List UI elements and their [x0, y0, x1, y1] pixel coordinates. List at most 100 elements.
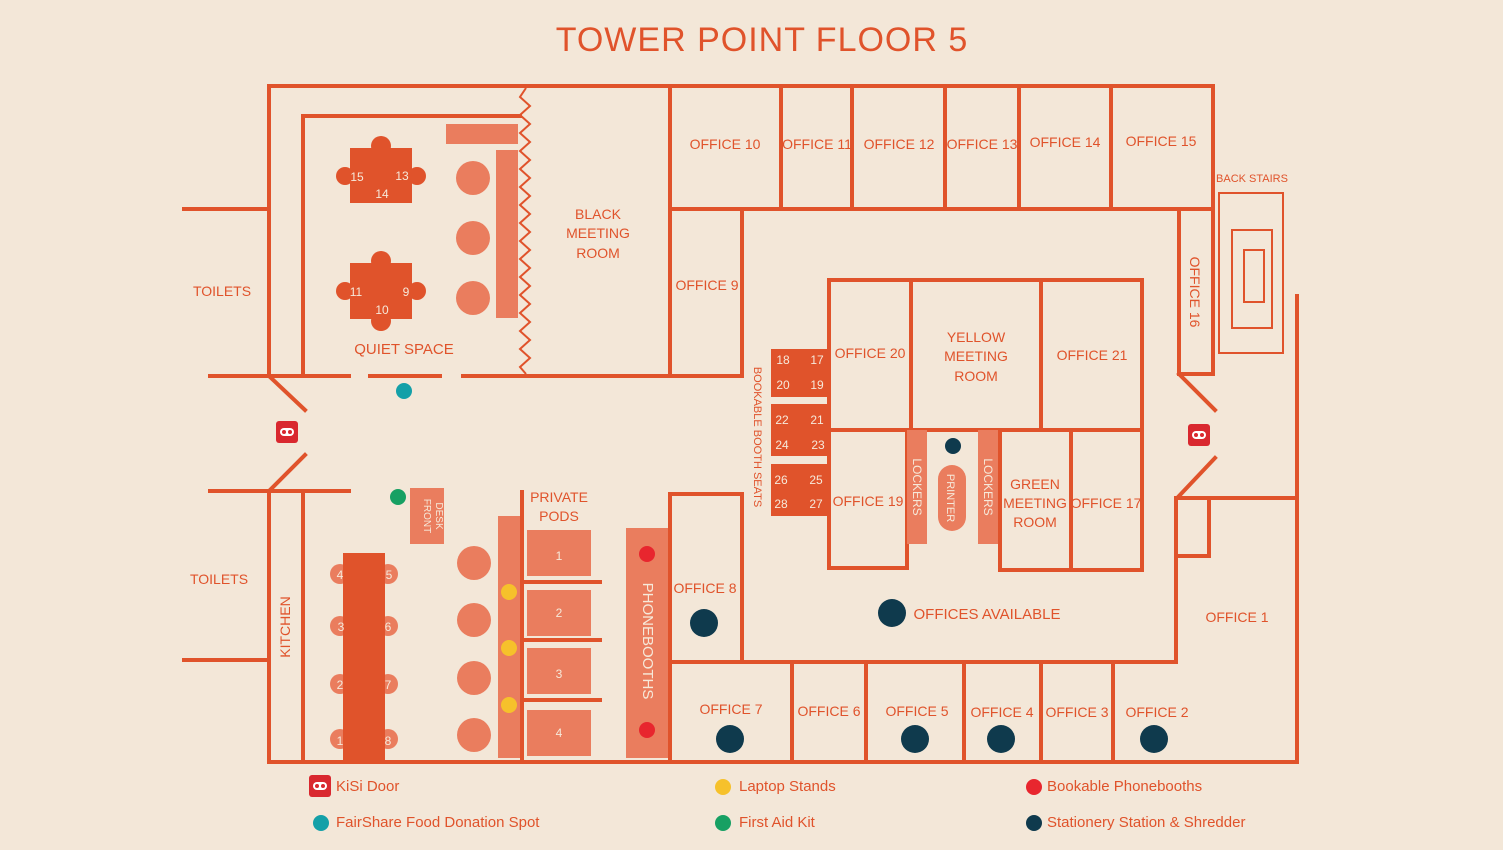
- legend-label: First Aid Kit: [739, 814, 816, 831]
- toilets-top-label: TOILETS: [193, 283, 251, 299]
- legend-item-laptop-stands: Laptop Stands: [715, 778, 836, 795]
- legend-label: KiSi Door: [336, 778, 399, 795]
- booth-seat-number: 19: [810, 378, 824, 392]
- laptop-stand-markers: [501, 584, 517, 713]
- legend-item-fairshare: FairShare Food Donation Spot: [313, 814, 540, 831]
- pod-number: 2: [556, 606, 563, 620]
- navy-dot-icon: [1026, 815, 1042, 831]
- lockers-right-label: LOCKERS: [981, 458, 995, 515]
- seat-number: 13: [395, 169, 409, 183]
- office-5-label: OFFICE 5: [885, 703, 948, 719]
- seat-number: 4: [337, 568, 344, 582]
- booth-seat-number: 28: [774, 497, 788, 511]
- pod-number: 1: [556, 549, 563, 563]
- phonebooth-marker[interactable]: [639, 722, 655, 738]
- red-dot-icon: [1026, 779, 1042, 795]
- seat-number: 1: [337, 734, 344, 748]
- black-meeting-label-1: BLACK: [575, 206, 622, 222]
- stationery-marker: [945, 438, 961, 454]
- pod-number: 4: [556, 726, 563, 740]
- office-4-label: OFFICE 4: [970, 704, 1033, 720]
- office-16-label: OFFICE 16: [1187, 257, 1203, 328]
- legend: KiSi Door FairShare Food Donation Spot L…: [309, 775, 1245, 831]
- green-dot-icon: [715, 815, 731, 831]
- booth-seat-number: 26: [774, 473, 788, 487]
- private-pods: [527, 530, 591, 756]
- office-15-label: OFFICE 15: [1126, 133, 1197, 149]
- front-desk-label-2: DESK: [433, 502, 444, 530]
- phonebooths-label: PHONEBOOTHS: [639, 583, 656, 700]
- green-meeting-label-2: MEETING: [1003, 495, 1067, 511]
- phonebooths: [626, 528, 668, 758]
- stools: [457, 516, 520, 758]
- back-stairs: [1218, 192, 1284, 354]
- seat-number: 2: [337, 678, 344, 692]
- office-8-label: OFFICE 8: [673, 580, 736, 596]
- booth-seats-label: BOOKABLE BOOTH SEATS: [751, 367, 763, 507]
- booth-seat-number: 25: [809, 473, 823, 487]
- long-table: [330, 553, 398, 761]
- booth-seat-number: 24: [775, 438, 789, 452]
- toilets-bottom-label: TOILETS: [190, 571, 248, 587]
- office-12-label: OFFICE 12: [864, 136, 935, 152]
- office-1-label: OFFICE 1: [1205, 609, 1268, 625]
- lockers-left: [907, 430, 927, 544]
- seat-number: 6: [385, 620, 392, 634]
- legend-item-first-aid: First Aid Kit: [715, 814, 816, 831]
- office-10-label: OFFICE 10: [690, 136, 761, 152]
- back-stairs-label: BACK STAIRS: [1216, 173, 1288, 185]
- seat-number: 7: [385, 678, 392, 692]
- offices-available-label: OFFICES AVAILABLE: [914, 606, 1061, 623]
- seat-number: 9: [403, 285, 410, 299]
- office-13-label: OFFICE 13: [947, 136, 1018, 152]
- booth-seat-number: 18: [776, 353, 790, 367]
- available-office-markers: [690, 599, 1168, 753]
- office-3-label: OFFICE 3: [1045, 704, 1108, 720]
- green-meeting-label-1: GREEN: [1010, 476, 1060, 492]
- office-19-label: OFFICE 19: [833, 493, 904, 509]
- printer-label: PRINTER: [944, 474, 956, 522]
- fairshare-marker: [396, 383, 412, 399]
- office-17-label: OFFICE 17: [1071, 495, 1142, 511]
- seat-number: 11: [350, 285, 363, 299]
- kisi-door-icon: [276, 421, 298, 443]
- office-21-label: OFFICE 21: [1057, 347, 1128, 363]
- booth-seat-number: 27: [809, 497, 823, 511]
- private-pods-label-2: PODS: [539, 508, 579, 524]
- legend-label: Stationery Station & Shredder: [1047, 814, 1245, 831]
- yellow-meeting-label-2: MEETING: [944, 348, 1008, 364]
- black-meeting-label-3: ROOM: [576, 245, 620, 261]
- booth-seat-number: 22: [775, 413, 789, 427]
- partition-zigzag: [518, 87, 532, 375]
- office-11-label: OFFICE 11: [782, 136, 852, 152]
- teal-dot-icon: [313, 815, 329, 831]
- seat-number: 3: [338, 620, 345, 634]
- quiet-space-label: QUIET SPACE: [354, 341, 453, 358]
- yellow-dot-icon: [715, 779, 731, 795]
- office-20-label: OFFICE 20: [835, 345, 906, 361]
- seat-number: 5: [386, 568, 393, 582]
- lockers-left-label: LOCKERS: [910, 458, 924, 515]
- front-desk-label-1: FRONT: [421, 499, 432, 533]
- booth-seats: [771, 349, 827, 516]
- front-desk: [410, 488, 444, 544]
- booth-seat-number: 23: [811, 438, 825, 452]
- legend-item-phonebooths: Bookable Phonebooths: [1026, 778, 1202, 795]
- office-2-label: OFFICE 2: [1125, 704, 1188, 720]
- office-14-label: OFFICE 14: [1030, 134, 1101, 150]
- map-title: TOWER POINT FLOOR 5: [556, 21, 969, 59]
- legend-label: FairShare Food Donation Spot: [336, 814, 540, 831]
- booth-seat-number: 17: [810, 353, 824, 367]
- kisi-door-icon: [1188, 424, 1210, 446]
- booth-seat-number: 21: [810, 413, 824, 427]
- yellow-meeting-label-3: ROOM: [954, 368, 998, 384]
- green-meeting-label-3: ROOM: [1013, 514, 1057, 530]
- legend-item-kisi-door: KiSi Door: [309, 775, 399, 797]
- walls: [182, 84, 1299, 764]
- seat-number: 15: [350, 170, 364, 184]
- phonebooth-marker[interactable]: [639, 546, 655, 562]
- office-6-label: OFFICE 6: [797, 703, 860, 719]
- legend-label: Bookable Phonebooths: [1047, 778, 1202, 795]
- kitchen-label: KITCHEN: [277, 596, 293, 657]
